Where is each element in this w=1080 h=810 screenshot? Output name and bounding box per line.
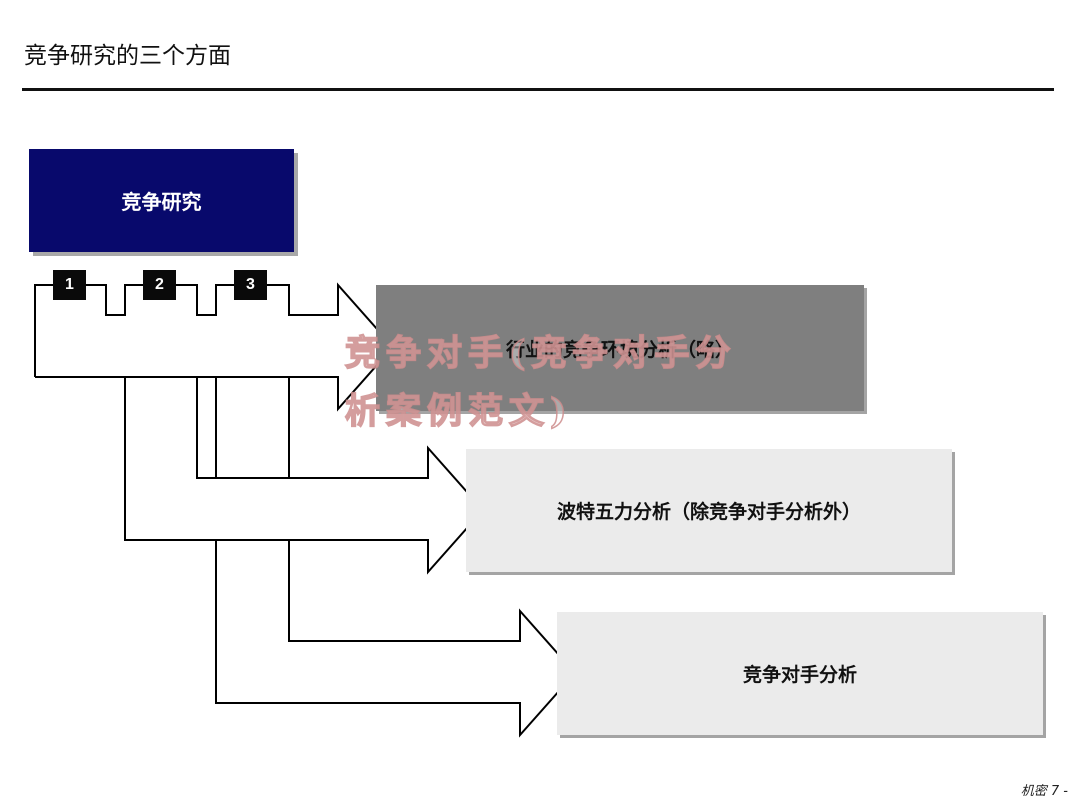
root-node-competition-research: 竞争研究 <box>29 149 294 252</box>
footer-confidential-page: 机密 7 - <box>1020 784 1068 799</box>
node-competitor-analysis: 竞争对手分析 <box>557 612 1043 735</box>
step-badge-3: 3 <box>234 270 267 300</box>
root-node-label: 竞争研究 <box>121 190 202 214</box>
node-industry-competition-environment: 行业的竞争环境分析（略） <box>376 285 864 411</box>
arrow-to-industry-environment <box>34 282 395 412</box>
node-label: 行业的竞争环境分析（略） <box>505 338 734 361</box>
page-title: 竞争研究的三个方面 <box>24 43 231 69</box>
node-porter-five-forces: 波特五力分析（除竞争对手分析外） <box>466 449 952 572</box>
title-divider <box>22 88 1054 91</box>
step-badge-1: 1 <box>53 270 86 300</box>
step-badge-2: 2 <box>143 270 176 300</box>
node-label: 竞争对手分析 <box>742 664 857 686</box>
node-label: 波特五力分析（除竞争对手分析外） <box>556 501 861 523</box>
